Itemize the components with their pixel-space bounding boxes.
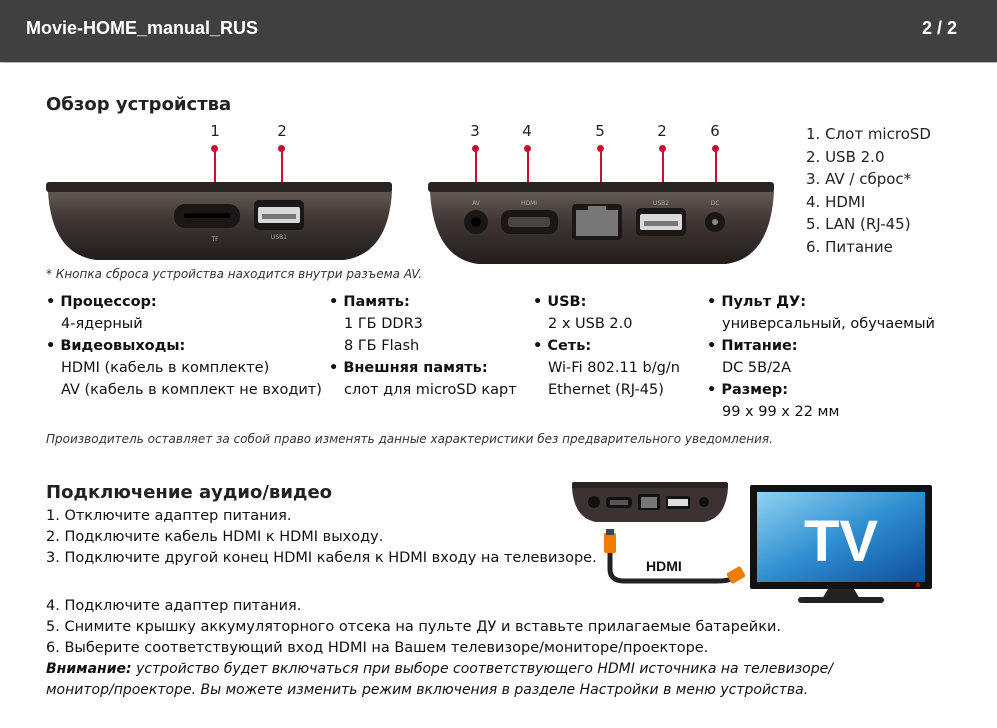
reset-footnote: * Кнопка сброса устройства находится вну… bbox=[46, 267, 423, 281]
marker-dot bbox=[472, 145, 479, 152]
hdmi-port-label: HDMI bbox=[521, 200, 537, 207]
connection-step: 6. Выберите соответствующий вход HDMI на… bbox=[46, 640, 709, 656]
tv-label: TV bbox=[804, 509, 878, 574]
spec-size-label: • Размер: bbox=[707, 382, 789, 398]
connection-step: 1. Отключите адаптер питания. bbox=[46, 508, 292, 524]
spec-usb-value: 2 x USB 2.0 bbox=[548, 316, 633, 332]
port-legend: 1. Слот microSD 2. USB 2.0 3. AV / сброс… bbox=[806, 123, 931, 258]
connection-warning: Внимание: устройство будет включаться пр… bbox=[46, 659, 833, 701]
hdmi-cable-label: HDMI bbox=[646, 558, 682, 574]
marker-2-front: 2 bbox=[277, 122, 287, 140]
legend-item: 5. LAN (RJ-45) bbox=[806, 215, 911, 233]
hdmi-cable-image: HDMI bbox=[604, 529, 746, 584]
spec-video-value: AV (кабель в комплект не входит) bbox=[61, 382, 322, 398]
connection-step: 3. Подключите другой конец HDMI кабеля к… bbox=[46, 550, 597, 566]
spec-video-label: • Видеовыходы: bbox=[46, 338, 186, 354]
spec-column-4: • Пульт ДУ: универсальный, обучаемый • П… bbox=[707, 291, 935, 423]
spec-power-value: DC 5В/2A bbox=[722, 360, 792, 376]
spec-memory-value: 1 ГБ DDR3 bbox=[344, 316, 423, 332]
connection-heading: Подключение аудио/видео bbox=[46, 482, 333, 503]
spec-ext-memory-value: слот для microSD карт bbox=[344, 382, 517, 398]
warning-label: Внимание: bbox=[46, 661, 132, 677]
spec-ext-memory-label: • Внешняя память: bbox=[329, 360, 488, 376]
usb2-port-label: USB2 bbox=[653, 200, 669, 207]
overview-heading: Обзор устройства bbox=[46, 94, 232, 115]
spec-column-2: • Память: 1 ГБ DDR3 8 ГБ Flash • Внешняя… bbox=[329, 291, 517, 401]
marker-line bbox=[662, 149, 664, 205]
connection-steps-b: 4. Подключите адаптер питания. 5. Снимит… bbox=[46, 596, 781, 659]
spec-column-3: • USB: 2 x USB 2.0 • Сеть: Wi-Fi 802.11 … bbox=[533, 291, 680, 401]
marker-line bbox=[281, 149, 283, 209]
specs-disclaimer: Производитель оставляет за собой право и… bbox=[46, 432, 773, 446]
marker-dot bbox=[712, 145, 719, 152]
marker-line bbox=[475, 149, 477, 205]
document-title: Movie-HOME_manual_RUS bbox=[26, 18, 259, 38]
page-indicator: 2 / 2 bbox=[921, 18, 957, 38]
marker-dot bbox=[211, 145, 218, 152]
spec-usb-label: • USB: bbox=[533, 294, 587, 310]
marker-line bbox=[214, 149, 216, 209]
spec-network-value: Ethernet (RJ-45) bbox=[548, 382, 664, 398]
spec-column-1: • Процессор: 4-ядерный • Видеовыходы: HD… bbox=[46, 291, 322, 401]
legend-item: 1. Слот microSD bbox=[806, 125, 931, 143]
marker-dot bbox=[597, 145, 604, 152]
connection-step: 5. Снимите крышку аккумуляторного отсека… bbox=[46, 619, 782, 635]
spec-cpu-label: • Процессор: bbox=[46, 294, 157, 310]
spec-size-value: 99 x 99 x 22 мм bbox=[722, 404, 840, 420]
spec-video-value: HDMI (кабель в комплекте) bbox=[61, 360, 270, 376]
marker-6: 6 bbox=[710, 122, 720, 140]
marker-line bbox=[527, 149, 529, 205]
marker-line bbox=[600, 149, 602, 205]
dc-port-label: DC bbox=[711, 200, 720, 207]
marker-4: 4 bbox=[522, 122, 532, 140]
warning-text-2: монитор/проекторе. Вы можете изменить ре… bbox=[46, 682, 809, 698]
device-small-image bbox=[572, 482, 728, 522]
legend-item: 3. AV / сброс* bbox=[806, 170, 912, 188]
marker-1-front: 1 bbox=[210, 122, 220, 140]
connection-steps-a: 1. Отключите адаптер питания. 2. Подключ… bbox=[46, 506, 597, 569]
tf-port-label: TF bbox=[210, 236, 219, 243]
marker-3: 3 bbox=[470, 122, 480, 140]
document-page: Обзор устройства 1 2 TF USB1 3 4 5 2 6 bbox=[0, 63, 997, 728]
spec-network-value: Wi-Fi 802.11 b/g/n bbox=[548, 360, 680, 376]
spec-power-label: • Питание: bbox=[707, 338, 798, 354]
marker-dot bbox=[659, 145, 666, 152]
tv-image: TV bbox=[750, 485, 932, 603]
legend-item: 6. Питание bbox=[806, 237, 893, 256]
connection-step: 2. Подключите кабель HDMI к HDMI выходу. bbox=[46, 529, 384, 545]
usb1-port-label: USB1 bbox=[271, 234, 287, 241]
spec-memory-label: • Память: bbox=[329, 294, 410, 310]
legend-item: 4. HDMI bbox=[806, 192, 866, 211]
device-front-image: TF USB1 bbox=[46, 182, 392, 260]
warning-text: устройство будет включаться при выборе с… bbox=[131, 661, 833, 677]
device-back-image: AV HDMI USB2 DC bbox=[428, 182, 774, 264]
marker-2-back: 2 bbox=[657, 122, 667, 140]
spec-cpu-value: 4-ядерный bbox=[61, 316, 143, 332]
viewer-toolbar: Movie-HOME_manual_RUS 2 / 2 bbox=[0, 0, 997, 62]
spec-memory-value: 8 ГБ Flash bbox=[344, 338, 420, 354]
spec-remote-value: универсальный, обучаемый bbox=[722, 316, 935, 332]
marker-dot bbox=[278, 145, 285, 152]
spec-network-label: • Сеть: bbox=[533, 338, 592, 354]
legend-item: 2. USB 2.0 bbox=[806, 147, 885, 166]
marker-line bbox=[715, 149, 717, 205]
av-port-label: AV bbox=[472, 200, 481, 207]
connection-step: 4. Подключите адаптер питания. bbox=[46, 598, 302, 614]
spec-remote-label: • Пульт ДУ: bbox=[707, 294, 807, 310]
marker-5: 5 bbox=[595, 122, 605, 140]
marker-dot bbox=[524, 145, 531, 152]
